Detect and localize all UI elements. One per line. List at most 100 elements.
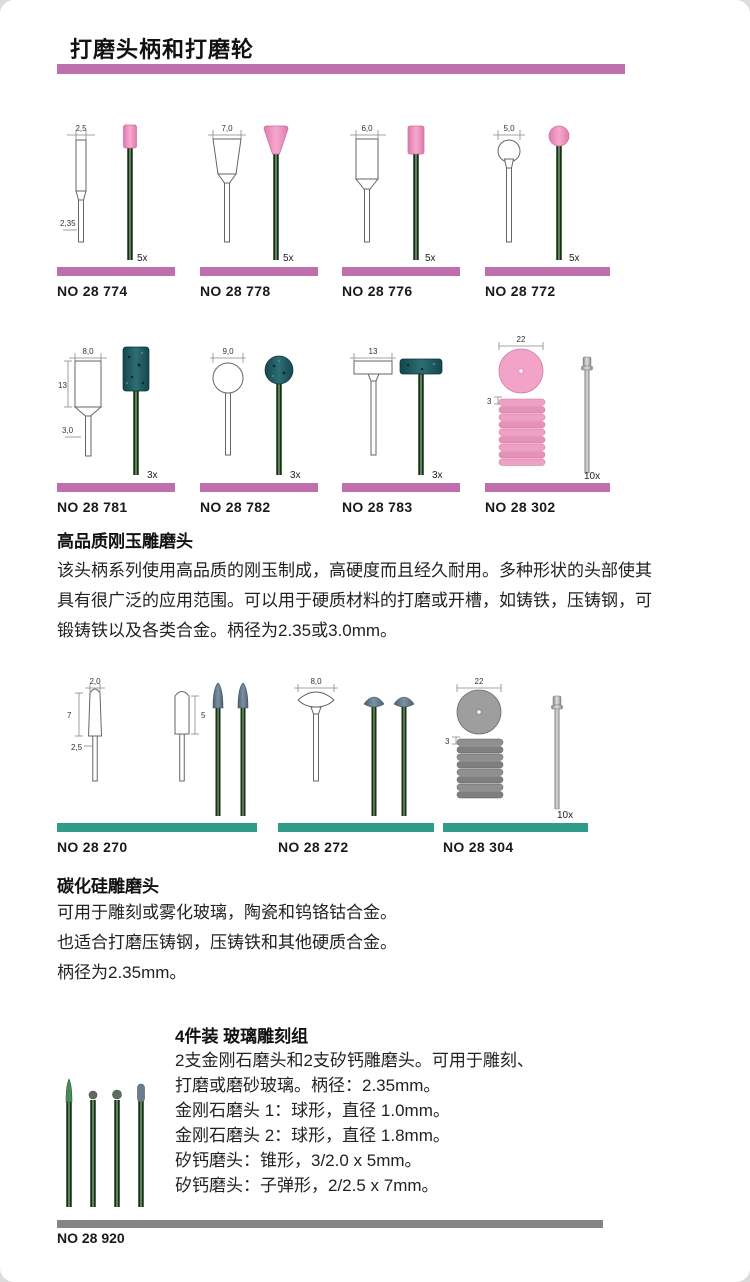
product-number: NO 28 920 [57, 1230, 125, 1246]
product-card-28783: 13 3x NO 28 783 [342, 333, 460, 515]
product-underline [200, 267, 318, 276]
product-drawing-28272: 8,0 [294, 677, 415, 816]
grinding-head [122, 346, 150, 392]
qty-label: 10x [557, 810, 573, 821]
product-drawing-28304: 22 3 10x [445, 677, 573, 821]
product-card-28270: 2,0 7 2,5 5 NO 28 270 [57, 676, 257, 855]
product-drawing-28302: 22 3 10x [487, 335, 600, 481]
section-body-corundum: 该头柄系列使用高品质的刚玉制成，高硬度而且经久耐用。多种形状的头部使其具有很广泛… [57, 561, 652, 640]
tool-shaft [371, 706, 377, 816]
dim-label: 3 [487, 397, 492, 406]
section-heading-kit: 4件装 玻璃雕刻组 [175, 1027, 309, 1046]
dim-label: 8,0 [82, 347, 94, 356]
tool-shaft [127, 148, 133, 260]
dim-label: 2,5 [75, 124, 87, 133]
ball-tip [112, 1089, 122, 1100]
mandrel [551, 695, 563, 810]
grinding-tip [407, 125, 425, 155]
kit-line: 矽钙磨头：锥形，3/2.0 x 5mm。 [175, 1151, 422, 1170]
disc-stack [498, 398, 546, 466]
product-underline [342, 267, 460, 276]
grinding-tip [548, 125, 570, 147]
tool-shaft [240, 708, 246, 816]
product-number: NO 28 304 [443, 839, 514, 855]
tool-shaft [401, 706, 407, 816]
grinding-tip [212, 682, 224, 709]
kit-line: 金刚石磨头 2：球形，直径 1.8mm。 [175, 1126, 450, 1145]
product-underline [485, 483, 610, 492]
disc-stack [456, 738, 504, 799]
dim-label: 9,0 [222, 347, 234, 356]
carbide-line: 可用于雕刻或雾化玻璃，陶瓷和钨铬钴合金。 [57, 903, 397, 922]
grinding-wheel [399, 358, 443, 375]
bullet-tip [137, 1083, 145, 1103]
qty-label: 5x [569, 253, 580, 264]
qty-label: 5x [283, 253, 294, 264]
mandrel [581, 356, 593, 474]
qty-label: 3x [147, 470, 158, 481]
product-card-28304: 22 3 10x NO 28 304 [443, 676, 588, 855]
product-underline [57, 267, 175, 276]
dim-label: 8,0 [310, 677, 322, 686]
kit-product-photo [57, 1072, 167, 1212]
dim-label: 2,0 [89, 677, 101, 686]
carbide-line: 柄径为2.35mm。 [57, 963, 187, 982]
tool-shaft [114, 1100, 120, 1207]
product-number: NO 28 781 [57, 499, 128, 515]
tool-shaft [276, 383, 282, 475]
tool-shaft [418, 374, 424, 475]
product-underline [200, 483, 318, 492]
dim-label: 13 [369, 347, 378, 356]
tool-shaft [133, 391, 139, 475]
product-number: NO 28 778 [200, 283, 271, 299]
tool-shaft [556, 146, 562, 260]
qty-label: 3x [432, 470, 443, 481]
dim-label: 5,0 [503, 124, 515, 133]
tool-shaft [273, 154, 279, 260]
product-drawing-28778: 7,0 5x [208, 124, 294, 264]
grinding-tip [123, 124, 137, 149]
product-number: NO 28 270 [57, 839, 128, 855]
dim-label: 2,5 [71, 743, 83, 752]
dim-label: 7,0 [221, 124, 233, 133]
section-body-kit: 2支金刚石磨头和2支矽钙雕磨头。可用于雕刻、 打磨或磨砂玻璃。柄径：2.35mm… [175, 1048, 534, 1198]
product-drawing-28776: 6,0 5x [350, 124, 436, 264]
product-number: NO 28 783 [342, 499, 413, 515]
kit-underline [57, 1220, 603, 1228]
section-body-carbide: 可用于雕刻或雾化玻璃，陶瓷和钨铬钴合金。 也适合打磨压铸钢，压铸铁和其他硬质合金… [57, 898, 397, 988]
tool-shaft [138, 1100, 144, 1207]
product-number: NO 28 782 [200, 499, 271, 515]
product-number: NO 28 776 [342, 283, 413, 299]
tool-shaft [66, 1100, 72, 1207]
qty-label: 10x [584, 471, 600, 481]
product-underline [57, 823, 257, 832]
kit-line: 矽钙磨头：子弹形，2/2.5 x 7mm。 [175, 1176, 439, 1195]
page-title: 打磨头柄和打磨轮 [70, 37, 255, 62]
kit-line: 打磨或磨砂玻璃。柄径：2.35mm。 [175, 1076, 441, 1095]
dim-label: 22 [517, 335, 526, 344]
ball-tip [88, 1090, 98, 1100]
product-card-28776: 6,0 5x NO 28 776 [342, 120, 460, 299]
tool-shaft [215, 708, 221, 816]
product-underline [443, 823, 588, 832]
qty-label: 5x [425, 253, 436, 264]
kit-tools-drawing [65, 1078, 145, 1207]
title-underline [57, 64, 625, 74]
product-number: NO 28 302 [485, 499, 556, 515]
carbide-line: 也适合打磨压铸钢，压铸铁和其他硬质合金。 [57, 933, 397, 952]
kit-line: 2支金刚石磨头和2支矽钙雕磨头。可用于雕刻、 [175, 1051, 534, 1070]
product-underline [278, 823, 434, 832]
tool-shaft [90, 1100, 96, 1207]
dim-label: 3,0 [62, 426, 74, 435]
product-drawing-28783: 13 3x [350, 347, 443, 481]
product-drawing-28772: 5,0 5x [493, 124, 580, 264]
grinding-tip [363, 696, 385, 708]
product-underline [485, 267, 610, 276]
section-heading-carbide: 碳化硅雕磨头 [57, 877, 159, 896]
product-card-28272: 8,0 NO 28 272 [278, 676, 434, 855]
product-drawing-28781: 8,0 13 3,0 3x [58, 346, 158, 481]
grinding-tip [237, 682, 249, 709]
product-number: NO 28 772 [485, 283, 556, 299]
product-card-28772: 5,0 5x NO 28 772 [485, 120, 610, 299]
